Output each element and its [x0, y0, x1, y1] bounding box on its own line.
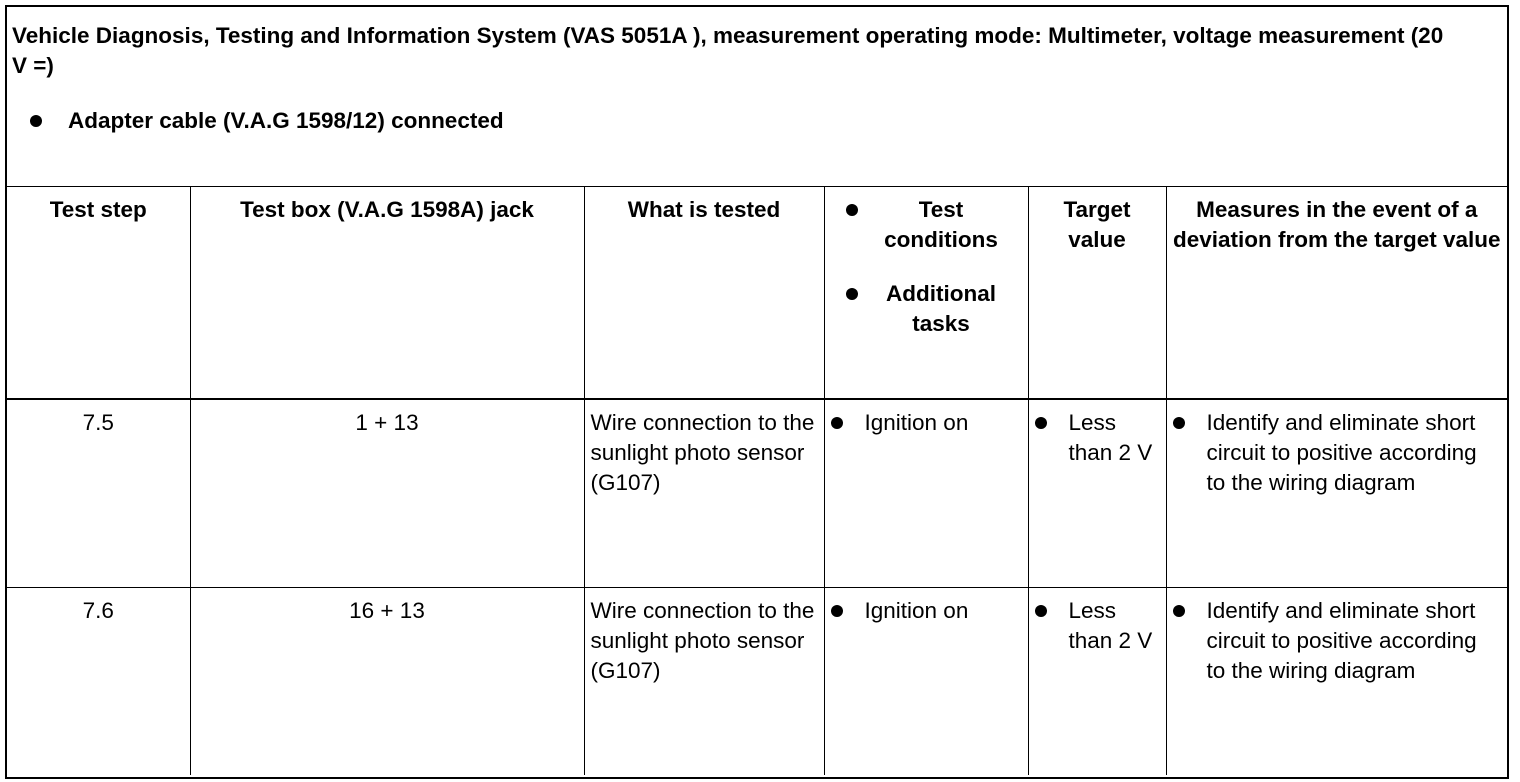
bullet-icon	[1172, 417, 1185, 429]
cell-step: 7.5	[7, 398, 191, 588]
conditions-label: Test conditions	[884, 197, 998, 252]
measure-text: Identify and eliminate short circuit to …	[1206, 410, 1477, 495]
bullet-icon	[1172, 604, 1185, 617]
bullet-icon	[830, 417, 843, 429]
test-table: Test step Test box (V.A.G 1598A) jack Wh…	[7, 187, 1507, 775]
col-conditions: Test conditions Additional tasks	[823, 187, 1029, 400]
cell-measure: Identify and eliminate short circuit to …	[1165, 586, 1507, 775]
condition-text: Ignition on	[864, 597, 969, 623]
target-text: Less than 2 V	[1068, 597, 1153, 653]
cell-jack: 16 + 13	[189, 586, 585, 775]
cell-condition: Ignition on	[823, 398, 1029, 588]
target-text: Less than 2 V	[1068, 410, 1153, 465]
table-header-row: Test step Test box (V.A.G 1598A) jack Wh…	[7, 187, 1507, 400]
bullet-icon	[1034, 417, 1047, 429]
bullet-icon	[830, 604, 843, 617]
cell-step: 7.6	[7, 586, 191, 775]
col-measures: Measures in the event of a deviation fro…	[1165, 187, 1507, 400]
condition-text: Ignition on	[864, 410, 969, 435]
col-test-step: Test step	[7, 187, 191, 400]
header-bullet: Adapter cable (V.A.G 1598/12) connected	[12, 106, 1507, 136]
bullet-icon	[1034, 604, 1047, 617]
col-what-is-tested: What is tested	[583, 187, 825, 400]
col-jack: Test box (V.A.G 1598A) jack	[189, 187, 585, 400]
cell-tested: Wire connection to the sunlight photo se…	[583, 398, 825, 588]
table-row: 7.6 16 + 13 Wire connection to the sunli…	[7, 586, 1507, 775]
bullet-icon	[846, 204, 858, 216]
cell-measure: Identify and eliminate short circuit to …	[1165, 398, 1507, 588]
tasks-label: Additional tasks	[886, 281, 996, 336]
bullet-icon	[846, 288, 858, 300]
page-title: Vehicle Diagnosis, Testing and Informati…	[12, 23, 1444, 78]
cell-target: Less than 2 V	[1027, 398, 1167, 588]
col-target-value: Target value	[1027, 187, 1167, 400]
cell-target: Less than 2 V	[1027, 586, 1167, 775]
header-bullet-text: Adapter cable (V.A.G 1598/12) connected	[68, 108, 504, 133]
document-header: Vehicle Diagnosis, Testing and Informati…	[7, 7, 1507, 187]
tasks-bullet: Additional tasks	[831, 279, 1022, 339]
bullet-icon	[30, 115, 42, 127]
cell-jack: 1 + 13	[189, 398, 585, 588]
document-frame: Vehicle Diagnosis, Testing and Informati…	[5, 5, 1509, 779]
measure-text: Identify and eliminate short circuit to …	[1206, 597, 1477, 683]
cell-tested: Wire connection to the sunlight photo se…	[583, 586, 825, 775]
conditions-bullet: Test conditions	[831, 195, 1022, 255]
table-row: 7.5 1 + 13 Wire connection to the sunlig…	[7, 398, 1507, 588]
cell-condition: Ignition on	[823, 586, 1029, 775]
